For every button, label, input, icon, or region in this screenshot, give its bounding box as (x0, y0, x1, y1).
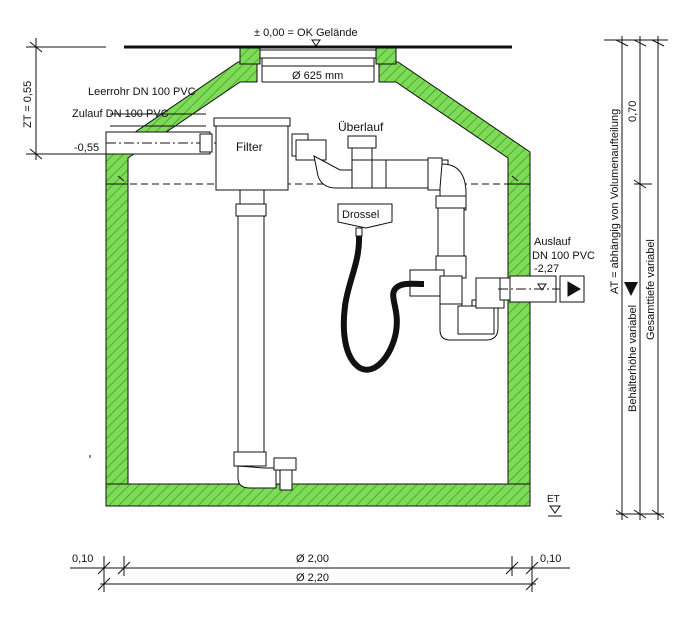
inlet-level-label: -0,55 (74, 142, 99, 154)
et-label: ET (547, 494, 560, 505)
ground-label: ± 0,00 = OK Gelände (254, 27, 358, 39)
manhole-cover (259, 49, 377, 83)
filter-label: Filter (236, 140, 263, 154)
inner-diameter-label: Ø 2,00 (296, 553, 329, 565)
inlet-pipe (105, 131, 240, 155)
et-marker (548, 505, 562, 517)
overflow-pipes (295, 135, 531, 341)
bottom-dimensions (70, 556, 570, 592)
ueberlauf-label: Überlauf (338, 120, 384, 134)
downpipe (233, 189, 297, 491)
outer-diameter-label: Ø 2,20 (296, 572, 329, 584)
behaelter-label: Behälterhöhe variabel (627, 305, 639, 412)
filter-unit (213, 117, 309, 191)
left-dimensions (26, 38, 206, 160)
zt-label: ZT = 0,55 (22, 81, 34, 128)
wall-right-label: 0,10 (540, 553, 561, 565)
outlet-pipe (498, 275, 585, 303)
at-value-label: 0,70 (627, 101, 639, 122)
outlet-level-label: -2,27 (534, 263, 559, 275)
drossel-unit (337, 203, 393, 237)
leerrohr-label: Leerrohr DN 100 PVC (88, 86, 196, 98)
wall-left-label: 0,10 (72, 553, 93, 565)
auslauf-label: Auslauf (534, 236, 572, 248)
zulauf-label: Zulauf DN 100 PVC (72, 108, 169, 120)
drossel-label: Drossel (342, 209, 379, 221)
concrete-shell (105, 47, 531, 507)
ground-marker (311, 39, 321, 47)
auslauf-dn-label: DN 100 PVC (532, 250, 595, 262)
right-dimensions (604, 36, 668, 520)
cover-label: Ø 625 mm (292, 70, 343, 82)
gesamt-label: Gesamttiefe variabel (645, 239, 657, 340)
outlet-level-marker (624, 282, 638, 296)
at-label: AT = abhängig von Volumenaufteilung (609, 109, 621, 294)
drossel-hose (340, 235, 425, 373)
